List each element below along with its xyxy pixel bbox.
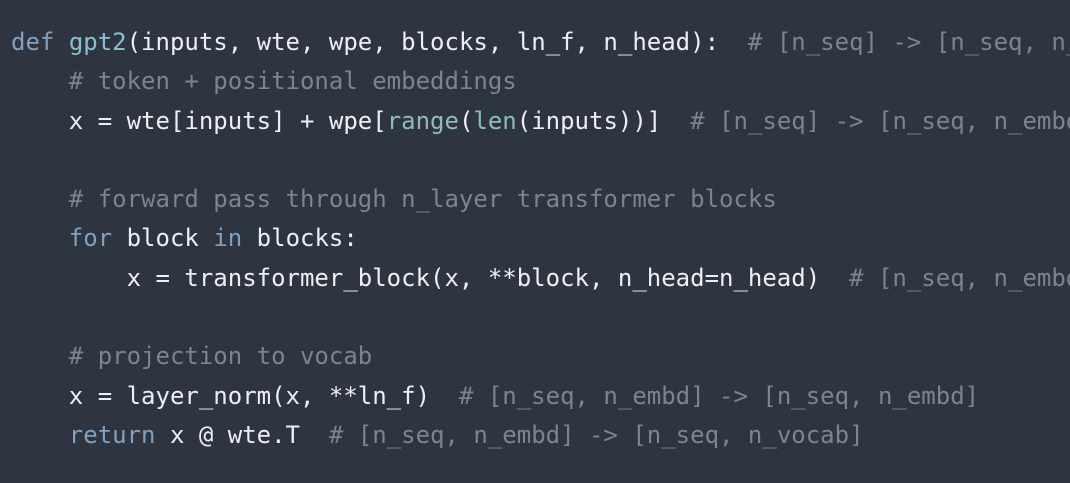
indent: [11, 421, 69, 449]
keyword-token: def: [11, 28, 55, 56]
code-token: x = transformer_block(x, **block, n_head…: [126, 263, 821, 292]
comment-token: # token + positional embeddings: [68, 67, 517, 96]
code-line: x = transformer_block(x, **block, n_head…: [11, 259, 1070, 298]
builtin-token: len: [473, 106, 517, 135]
function-name-token: gpt2: [68, 28, 127, 56]
indent: [11, 264, 127, 292]
code-token: x = layer_norm(x, **ln_f): [68, 381, 431, 410]
code-token: (inputs))]: [516, 106, 662, 135]
comment-token: # [n_seq, n_embd] -> [n_seq, n_vocab]: [300, 420, 864, 449]
code-token: x = wte[inputs] + wpe[: [68, 106, 387, 135]
comment-token: # [n_seq] -> [n_seq, n_vocab]: [747, 28, 1070, 56]
code-line: def gpt2(inputs, wte, wpe, blocks, ln_f,…: [11, 23, 1070, 62]
code-line: x = wte[inputs] + wpe[range(len(inputs))…: [11, 102, 1070, 141]
indent: [11, 107, 69, 135]
code-line: [11, 141, 1070, 180]
code-line: # projection to vocab: [11, 337, 1070, 376]
indent: [11, 382, 69, 410]
code-token: (inputs, wte, wpe, blocks, ln_f, n_head)…: [126, 28, 720, 56]
code-line: [11, 298, 1070, 337]
code-token: block: [112, 224, 214, 253]
indent: [11, 342, 69, 370]
keyword-token: for: [68, 224, 113, 253]
indent: [11, 67, 69, 95]
code-line: return x @ wte.T # [n_seq, n_embd] -> [n…: [11, 416, 1070, 455]
code-line: # token + positional embeddings: [11, 62, 1070, 101]
code-line: x = layer_norm(x, **ln_f) # [n_seq, n_em…: [11, 377, 1070, 416]
comment-token: # projection to vocab: [68, 342, 373, 371]
comment-token: # [n_seq, n_embd] -> [n_seq, n_embd]: [430, 381, 980, 410]
code-token: [54, 28, 68, 56]
builtin-token: range: [386, 106, 459, 135]
indent: [11, 224, 69, 252]
keyword-token: return: [68, 420, 156, 449]
code-token: (: [458, 106, 474, 135]
code-token: blocks:: [242, 224, 358, 253]
comment-token: # [n_seq, n_embd] -> [n_seq, n_embd]: [849, 263, 1070, 292]
indent: [11, 185, 69, 213]
code-line: for block in blocks:: [11, 219, 1070, 258]
comment-token: # forward pass through n_layer transform…: [68, 185, 777, 214]
comment-token: # [n_seq] -> [n_seq, n_embd]: [661, 106, 1070, 135]
code-block[interactable]: def gpt2(inputs, wte, wpe, blocks, ln_f,…: [11, 23, 1070, 455]
code-line: # forward pass through n_layer transform…: [11, 180, 1070, 219]
keyword-token: in: [213, 224, 243, 253]
code-token: x @ wte.T: [155, 420, 300, 449]
